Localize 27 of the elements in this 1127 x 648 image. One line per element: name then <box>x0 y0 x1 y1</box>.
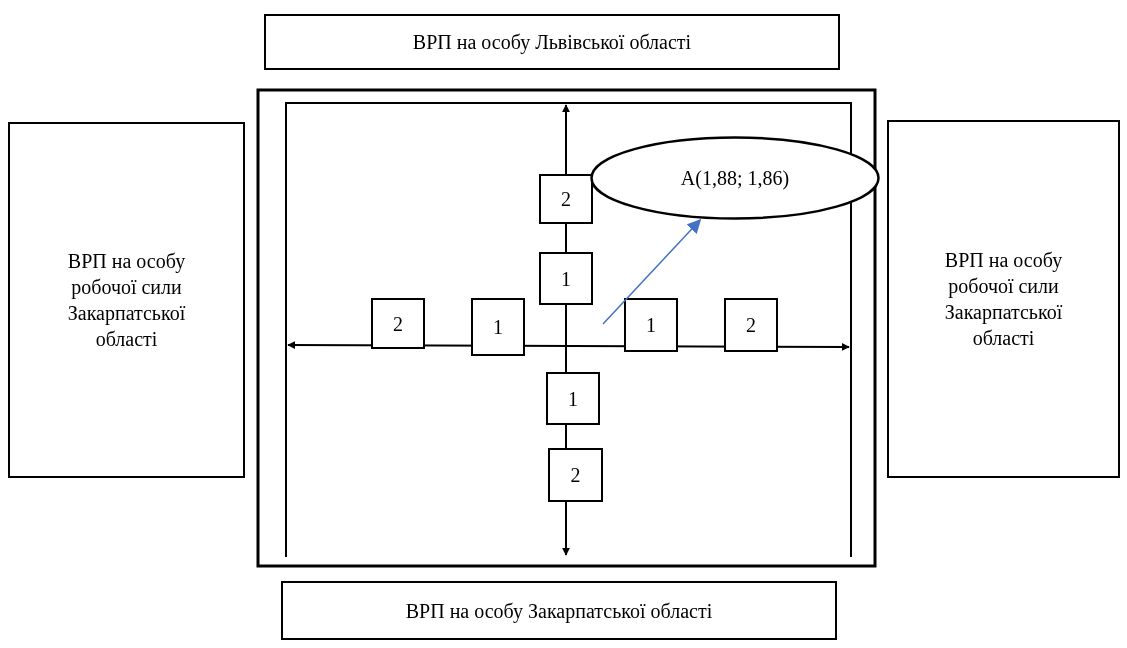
title-box <box>281 581 837 640</box>
scale-box <box>724 298 778 352</box>
node-text: ВРП на особу робочої сили Закарпатської області <box>66 249 187 352</box>
axis-label-box <box>8 122 245 478</box>
axis-label-box <box>887 120 1120 478</box>
arrow <box>602 219 702 325</box>
scale-box <box>539 174 593 224</box>
scale-box <box>548 448 603 502</box>
scale-box <box>371 298 425 349</box>
node-text: 2 <box>746 313 756 338</box>
scale-box <box>539 252 593 305</box>
node-text: 1 <box>646 313 656 338</box>
scale-box <box>546 372 600 425</box>
node-text: 2 <box>570 463 581 488</box>
scale-box <box>471 298 525 356</box>
title-box <box>264 14 840 70</box>
node-text: 1 <box>561 266 571 292</box>
node-text: ВРП на особу робочої сили Закарпатської області <box>943 248 1064 351</box>
node-text: ВРП на особу Закарпатської області <box>405 598 713 624</box>
node-text: 2 <box>561 187 571 212</box>
node-text: 2 <box>393 311 403 337</box>
point-ellipse <box>590 136 880 220</box>
node-text: ВРП на особу Львівської області <box>412 30 692 55</box>
node-text: 1 <box>568 386 578 412</box>
node-text: 1 <box>493 315 503 340</box>
node-text: A(1,88; 1,86) <box>680 166 790 191</box>
scale-box <box>624 298 678 352</box>
